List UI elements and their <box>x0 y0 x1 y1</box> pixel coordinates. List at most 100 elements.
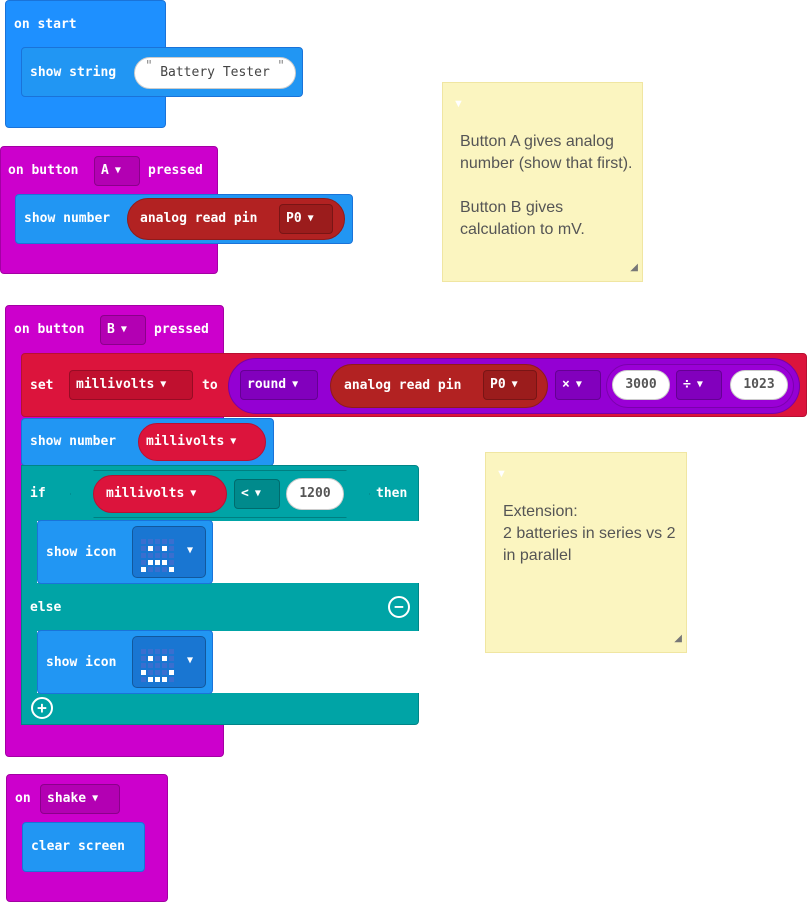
led-pixel <box>169 663 174 668</box>
if-else-spine <box>21 465 37 725</box>
led-pixel <box>155 663 160 668</box>
led-pixel <box>141 663 146 668</box>
pin-dropdown-a[interactable]: P0 ▼ <box>279 204 333 234</box>
gesture-dropdown[interactable]: shake ▼ <box>40 784 120 814</box>
comment-note-1[interactable]: ▼ Button A gives analog number (show tha… <box>442 82 643 282</box>
compare-operator-dropdown[interactable]: <▼ <box>234 479 280 509</box>
led-pixel <box>155 677 160 682</box>
divide-op: ÷ <box>683 377 691 392</box>
open-quote: " <box>145 59 153 74</box>
chevron-down-icon: ▼ <box>187 655 194 666</box>
multiply-op: × <box>562 377 570 392</box>
led-pixel <box>148 649 153 654</box>
button-b-dropdown[interactable]: B▼ <box>100 315 146 345</box>
millivolts-reporter-1-label: millivolts ▼ <box>146 434 236 450</box>
multiply-value-field[interactable]: 3000 <box>612 370 670 400</box>
on-button-b-label: on button <box>14 322 85 337</box>
analog-read-label-a: analog read pin <box>140 211 258 226</box>
led-pixel <box>169 656 174 661</box>
gesture-value: shake <box>47 791 87 806</box>
led-pixel <box>162 663 167 668</box>
chevron-down-icon: ▼ <box>92 793 99 804</box>
led-pixel <box>169 560 174 565</box>
pin-dropdown-b[interactable]: P0▼ <box>483 370 537 400</box>
millivolts-reporter-2[interactable] <box>93 475 227 513</box>
led-pixel <box>162 677 167 682</box>
clear-screen-block[interactable] <box>22 822 145 872</box>
happy-face-icon <box>141 649 175 683</box>
variable-name: millivolts <box>76 377 155 392</box>
show-number-var: millivolts <box>146 434 225 449</box>
led-pixel <box>169 567 174 572</box>
variable-dropdown[interactable]: millivolts ▼ <box>69 370 193 400</box>
led-pixel <box>155 546 160 551</box>
else-label: else <box>30 600 62 615</box>
show-icon-label-1: show icon <box>46 545 117 560</box>
led-pixel <box>162 567 167 572</box>
led-pixel <box>169 546 174 551</box>
clear-screen-label: clear screen <box>31 839 125 854</box>
chevron-down-icon: ▼ <box>187 545 194 556</box>
divide-operator-dropdown[interactable]: ÷▼ <box>676 370 722 400</box>
chevron-down-icon: ▼ <box>160 379 167 390</box>
show-number-label-b: show number <box>30 434 117 449</box>
note-1-text: Button A gives analog number (show that … <box>460 133 633 238</box>
multiply-operator-dropdown[interactable]: ×▼ <box>555 370 601 400</box>
led-pixel <box>169 539 174 544</box>
comment-note-2[interactable]: ▼ Extension: 2 batteries in series vs 2 … <box>485 452 687 653</box>
pressed-label-a: pressed <box>148 163 203 178</box>
led-pixel <box>169 670 174 675</box>
chevron-down-icon: ▼ <box>230 436 237 447</box>
collapse-caret-icon[interactable]: ▼ <box>453 98 464 110</box>
led-pixel <box>169 677 174 682</box>
chevron-down-icon: ▼ <box>120 324 127 335</box>
button-a-dropdown[interactable]: A▼ <box>94 156 140 186</box>
remove-else-icon[interactable]: − <box>388 596 410 618</box>
led-pixel <box>162 546 167 551</box>
resize-grip-icon[interactable]: ◢ <box>630 262 638 273</box>
compare-op: < <box>241 486 249 501</box>
divide-value-field[interactable]: 1023 <box>730 370 788 400</box>
on-start-label: on start <box>14 17 77 32</box>
string-value-field[interactable]: " Battery Tester " <box>134 57 296 89</box>
led-pixel <box>148 539 153 544</box>
round-dropdown[interactable]: round▼ <box>240 370 318 400</box>
add-else-if-icon[interactable]: + <box>31 697 53 719</box>
millivolts-reporter-1[interactable] <box>138 423 266 461</box>
led-pixel <box>155 656 160 661</box>
led-pixel <box>155 649 160 654</box>
round-label: round <box>247 377 287 392</box>
on-shake-label: on <box>15 791 31 806</box>
chevron-down-icon: ▼ <box>307 213 314 224</box>
sad-face-icon <box>141 539 175 573</box>
led-pixel <box>162 670 167 675</box>
chevron-down-icon: ▼ <box>696 379 703 390</box>
chevron-down-icon: ▼ <box>190 488 197 499</box>
led-pixel <box>141 546 146 551</box>
chevron-down-icon: ▼ <box>114 165 121 176</box>
show-number-label-a: show number <box>24 211 111 226</box>
resize-grip-icon[interactable]: ◢ <box>674 633 682 644</box>
led-pixel <box>141 649 146 654</box>
pin-value-a: P0 <box>286 211 302 226</box>
to-label: to <box>202 378 218 393</box>
icon-picker-2[interactable]: ▼ <box>132 636 206 688</box>
collapse-caret-icon[interactable]: ▼ <box>496 468 507 480</box>
compare-value-field[interactable]: 1200 <box>286 478 344 510</box>
analog-read-label-b: analog read pin <box>344 378 462 393</box>
compare-var: millivolts <box>106 486 185 501</box>
led-pixel <box>148 546 153 551</box>
led-pixel <box>141 567 146 572</box>
led-pixel <box>155 567 160 572</box>
led-pixel <box>148 663 153 668</box>
close-quote: " <box>277 59 285 74</box>
led-pixel <box>162 553 167 558</box>
led-pixel <box>162 649 167 654</box>
led-pixel <box>148 656 153 661</box>
led-pixel <box>148 553 153 558</box>
led-pixel <box>141 677 146 682</box>
icon-picker-1[interactable]: ▼ <box>132 526 206 578</box>
led-pixel <box>169 649 174 654</box>
led-pixel <box>162 560 167 565</box>
show-string-label: show string <box>30 65 117 80</box>
